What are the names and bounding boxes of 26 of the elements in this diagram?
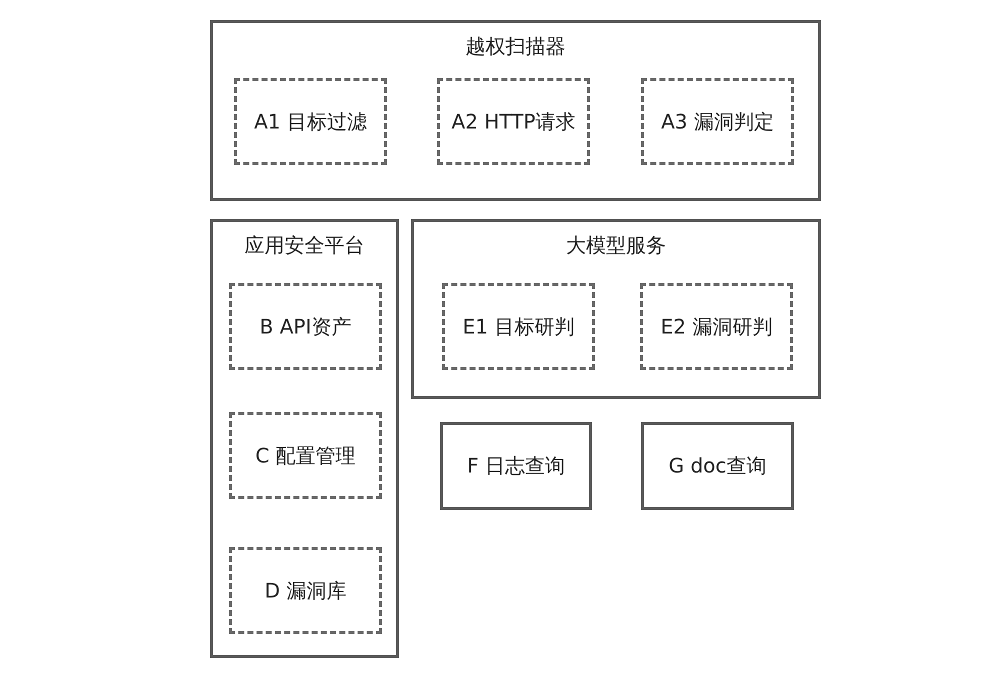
component-label: B API资产 — [258, 313, 352, 340]
component-box — [641, 422, 794, 510]
component-label: A2 HTTP请求 — [450, 108, 576, 135]
group-box — [210, 20, 821, 201]
component-label: G doc查询 — [668, 452, 768, 480]
component-label: A1 目标过滤 — [253, 108, 368, 135]
group-title: 应用安全平台 — [244, 232, 366, 259]
group-title: 大模型服务 — [565, 232, 667, 259]
component-label: E2 漏洞研判 — [660, 313, 774, 340]
component-box — [440, 422, 592, 510]
group-box — [411, 219, 821, 399]
component-box — [229, 412, 382, 499]
component-box — [229, 547, 382, 634]
group-box — [210, 219, 399, 658]
component-label: C 配置管理 — [254, 442, 357, 469]
component-box — [234, 78, 387, 165]
component-box — [640, 283, 793, 370]
component-label: D 漏洞库 — [264, 577, 348, 604]
component-box — [641, 78, 794, 165]
component-box — [229, 283, 382, 370]
component-label: F 日志查询 — [466, 452, 566, 480]
component-label: A3 漏洞判定 — [660, 108, 775, 135]
component-box — [437, 78, 590, 165]
group-title: 越权扫描器 — [464, 33, 566, 60]
component-box — [442, 283, 595, 370]
component-label: E1 目标研判 — [462, 313, 576, 340]
